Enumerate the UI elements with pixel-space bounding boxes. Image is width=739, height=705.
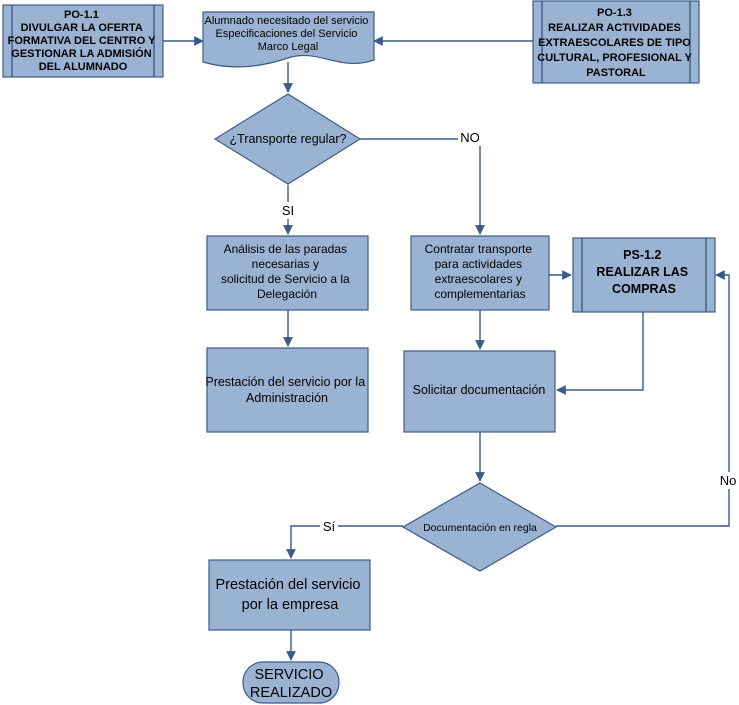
node-po13: PO-1.3 REALIZAR ACTIVIDADES EXTRAESCOLAR… (532, 0, 700, 84)
node-analisis-line: necesarias y (252, 257, 319, 271)
node-fin-line: SERVICIO (254, 667, 323, 683)
node-po11-line: PO-1.1 (64, 9, 99, 21)
node-prestacion-empresa-line: por la empresa (242, 597, 340, 613)
node-contratar-line: Contratar transporte (425, 242, 533, 256)
node-fin-label: SERVICIO REALIZADO (250, 667, 332, 701)
decision-transporte-label: ¿Transporte regular? (230, 132, 347, 146)
node-analisis-line: Análisis de las paradas (224, 242, 347, 256)
node-prestacion-admin-line: Prestación del servicio por la (205, 375, 365, 389)
decision-documentacion: Documentación en regla (401, 482, 558, 572)
node-po11-line: DEL ALUMNADO (39, 61, 128, 73)
node-contratar-line: complementarias (434, 287, 525, 301)
node-solicitar-label: Solicitar documentación (413, 383, 546, 397)
node-po13-line: PASTORAL (586, 67, 646, 79)
decision-documentacion-label: Documentación en regla (423, 522, 537, 534)
node-fin: SERVICIO REALIZADO (242, 661, 340, 704)
node-doc-top-line: Marco Legal (258, 41, 319, 53)
node-analisis-line: Delegación (257, 287, 317, 301)
edge-decision-doc-si (286, 525, 403, 559)
node-prestacion-empresa: Prestación del servicio por la empresa (208, 559, 371, 631)
node-prestacion-empresa-label: Prestación del servicio por la empresa (215, 577, 364, 613)
node-po13-line: PO-1.3 (597, 7, 632, 19)
edge-ps12-to-solicitar (556, 312, 644, 395)
node-solicitar: Solicitar documentación (403, 350, 556, 433)
node-ps12-line: REALIZAR LAS (596, 265, 688, 279)
node-analisis-line: solicitud de Servicio a la (221, 272, 350, 286)
edge-label-si-doc: Sí (323, 519, 336, 534)
node-prestacion-admin: Prestación del servicio por la Administr… (205, 347, 369, 433)
decision-transporte: ¿Transporte regular? (213, 93, 362, 185)
node-prestacion-empresa-line: Prestación del servicio (215, 577, 360, 593)
node-po13-label: PO-1.3 REALIZAR ACTIVIDADES EXTRAESCOLAR… (537, 7, 694, 79)
edges (163, 36, 730, 661)
edge-label-bg (320, 518, 338, 535)
node-prestacion-admin-label: Prestación del servicio por la Administr… (205, 375, 368, 405)
node-po11-line: FORMATIVA DEL CENTRO Y (8, 35, 157, 47)
edge-label-no-doc: No (720, 473, 737, 488)
node-analisis-label: Análisis de las paradas necesarias y sol… (221, 242, 353, 301)
node-po13-line: EXTRAESCOLARES DE TIPO (538, 37, 691, 49)
node-ps12-line: PS-1.2 (623, 248, 661, 262)
node-contratar: Contratar transporte para actividades ex… (410, 235, 550, 311)
edge-label-bg (279, 202, 297, 219)
node-doc-top: Alumnado necesitado del servicio Especif… (202, 11, 375, 68)
node-prestacion-admin-line: Administración (246, 391, 328, 405)
node-po13-line: REALIZAR ACTIVIDADES (548, 22, 681, 34)
node-doc-top-label: Alumnado necesitado del servicio Especif… (205, 15, 372, 53)
edge-label-bg (716, 472, 739, 489)
edge-label-si: SI (282, 203, 294, 218)
node-analisis: Análisis de las paradas necesarias y sol… (206, 235, 369, 311)
node-doc-top-line: Alumnado necesitado del servicio (205, 15, 369, 27)
node-po13-line: CULTURAL, PROFESIONAL Y (537, 52, 692, 64)
node-po11-label: PO-1.1 DIVULGAR LA OFERTA FORMATIVA DEL … (8, 9, 159, 73)
node-doc-top-line: Especificaciones del Servicio (216, 28, 358, 40)
edge-label-bg (458, 129, 482, 146)
node-contratar-line: para actividades (435, 257, 522, 271)
node-ps12: PS-1.2 REALIZAR LAS COMPRAS (572, 237, 716, 313)
node-po11-line: GESTIONAR LA ADMISIÓN (11, 47, 151, 60)
edge-decision-no (360, 138, 485, 235)
edge-decision-doc-no (556, 270, 730, 527)
node-po11-line: DIVULGAR LA OFERTA (21, 22, 143, 34)
node-contratar-line: extraescolares y (435, 272, 522, 286)
node-contratar-label: Contratar transporte para actividades ex… (425, 242, 536, 301)
edge-label-no: NO (460, 130, 480, 145)
node-ps12-label: PS-1.2 REALIZAR LAS COMPRAS (596, 248, 691, 296)
node-fin-line: REALIZADO (250, 685, 332, 701)
node-po11: PO-1.1 DIVULGAR LA OFERTA FORMATIVA DEL … (2, 4, 164, 78)
node-ps12-line: COMPRAS (612, 282, 676, 296)
